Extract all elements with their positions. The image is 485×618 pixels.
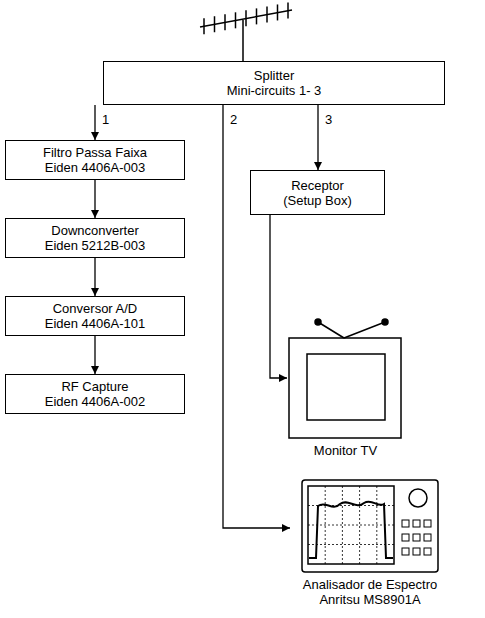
- node-title: Receptor: [257, 178, 378, 193]
- signal-arrow: [94, 258, 95, 296]
- node-title: Analisador de Espectro: [290, 577, 450, 592]
- node-subtitle: (Setup Box): [257, 193, 378, 208]
- node-subtitle: Eiden 4406A-003: [12, 160, 178, 175]
- node-subtitle: Eiden 4406A-002: [12, 394, 178, 409]
- node-title: RF Capture: [12, 379, 178, 394]
- node-title: Filtro Passa Faixa: [12, 145, 178, 160]
- downconverter-box: DownconverterEiden 5212B-003: [5, 218, 185, 258]
- node-subtitle: Eiden 5212B-003: [12, 238, 178, 253]
- filter-box: Filtro Passa FaixaEiden 4406A-003: [5, 140, 185, 180]
- signal-arrow: [94, 180, 95, 218]
- analyzer-drawing: [300, 478, 440, 574]
- node-title: Splitter: [110, 68, 438, 83]
- port-number: 1: [101, 113, 110, 127]
- signal-arrow: [94, 336, 95, 374]
- receiver-box: Receptor(Setup Box): [250, 170, 385, 215]
- signal-arrow: [317, 105, 318, 170]
- splitter-box: SplitterMini-circuits 1- 3: [103, 61, 445, 105]
- spectrum-analyzer: Analisador de EspectroAnritsu MS8901A: [290, 478, 450, 607]
- node-title: Monitor TV: [287, 443, 404, 458]
- node-subtitle: Eiden 4406A-101: [12, 316, 178, 331]
- port-number: 2: [229, 113, 238, 127]
- signal-arrow: [94, 105, 95, 140]
- adc-box: Conversor A/DEiden 4406A-101: [5, 296, 185, 336]
- port-number: 3: [324, 113, 333, 127]
- signal-arrow: [270, 215, 287, 378]
- node-title: Conversor A/D: [12, 301, 178, 316]
- tv-monitor: Monitor TV: [287, 316, 404, 458]
- node-subtitle: Anritsu MS8901A: [290, 592, 450, 607]
- node-subtitle: Mini-circuits 1- 3: [110, 83, 438, 98]
- signal-arrow: [223, 105, 290, 528]
- node-title: Downconverter: [12, 223, 178, 238]
- tv-drawing: [287, 316, 404, 440]
- rf-capture-box: RF CaptureEiden 4406A-002: [5, 374, 185, 414]
